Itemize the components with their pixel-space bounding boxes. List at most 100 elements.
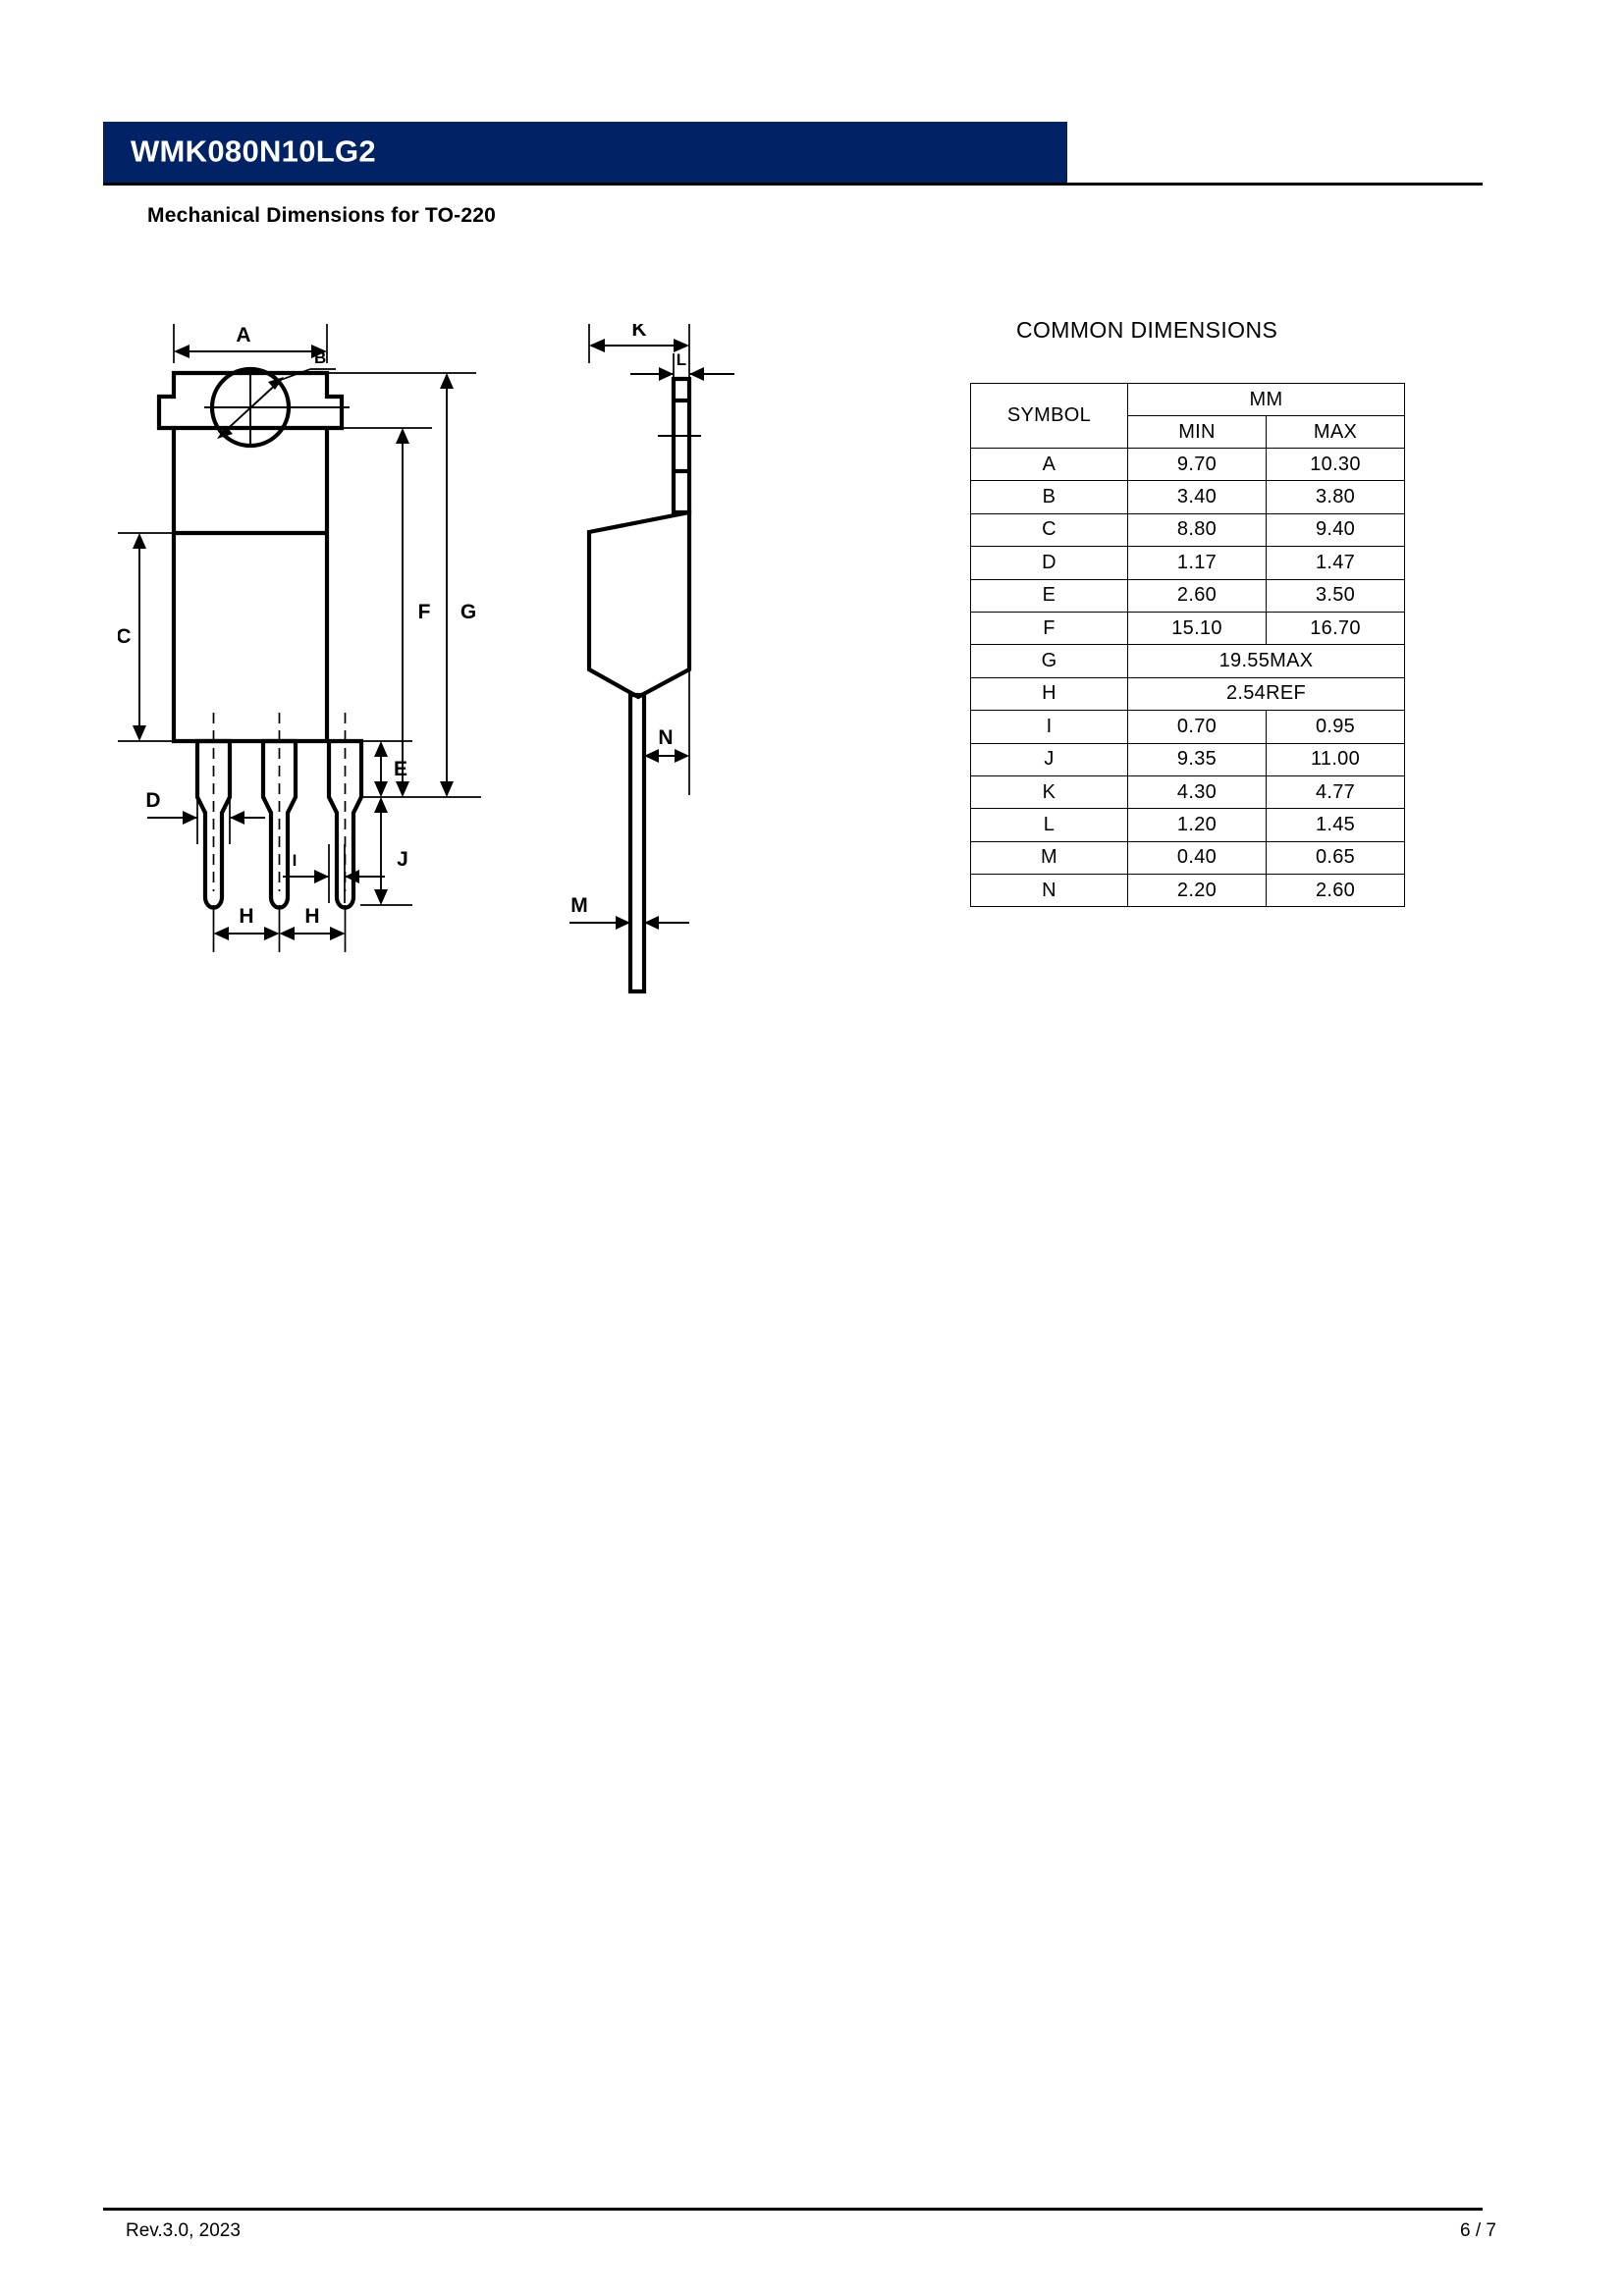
svg-text:I: I (293, 851, 298, 870)
cell-min: 0.40 (1127, 840, 1267, 876)
cell-symbol: E (970, 578, 1128, 613)
cell-symbol: M (970, 840, 1128, 876)
cell-symbol: B (970, 480, 1128, 514)
cell-symbol: N (970, 874, 1128, 908)
dimension-E: E (327, 740, 481, 798)
cell-min: 8.80 (1127, 512, 1267, 548)
cell-max: 9.40 (1265, 512, 1406, 548)
header-min: MIN (1127, 415, 1267, 449)
cell-symbol: K (970, 774, 1128, 810)
cell-max: 0.95 (1265, 710, 1406, 744)
table-title: COMMON DIMENSIONS (1016, 317, 1278, 343)
dimension-K: K (589, 324, 689, 352)
svg-text:L: L (677, 350, 686, 369)
dimension-F: F (327, 427, 432, 797)
svg-text:J: J (397, 848, 408, 871)
footer-page-number: 6 / 7 (1460, 2220, 1496, 2241)
cell-max: 1.47 (1265, 546, 1406, 580)
cell-min: 2.20 (1127, 874, 1267, 908)
side-view-lead (627, 692, 647, 994)
svg-text:G: G (460, 601, 476, 623)
lead-2 (260, 713, 298, 910)
cell-value-merged: 2.54REF (1126, 676, 1406, 712)
dimension-C: C (118, 532, 174, 742)
footer-revision: Rev.3.0, 2023 (126, 2220, 241, 2241)
dimension-G: G (327, 372, 476, 797)
svg-text:N: N (658, 726, 673, 749)
cell-symbol: D (970, 546, 1128, 580)
header-max: MAX (1265, 415, 1406, 449)
cell-max: 4.77 (1265, 774, 1406, 810)
cell-max: 11.00 (1265, 742, 1406, 776)
dimension-H-right: H (279, 905, 347, 952)
cell-symbol: G (970, 644, 1128, 678)
cell-min: 3.40 (1127, 480, 1267, 514)
svg-text:K: K (631, 324, 646, 341)
cell-symbol: C (970, 512, 1128, 548)
dimension-H-left: H (212, 905, 281, 952)
mechanical-drawing: A B C (118, 324, 943, 1207)
dimension-B: B (217, 348, 336, 439)
dimension-N: N (644, 669, 690, 795)
header-unit: MM (1126, 383, 1406, 416)
dimension-J: J (360, 797, 412, 906)
header-bar: WMK080N10LG2 (103, 122, 1067, 183)
cell-min: 0.70 (1127, 710, 1267, 744)
cell-max: 10.30 (1265, 447, 1406, 482)
svg-text:F: F (418, 601, 431, 623)
footer-divider (103, 2208, 1483, 2211)
cell-min: 1.17 (1127, 546, 1267, 580)
svg-text:A: A (236, 324, 250, 347)
dimension-M: M (569, 894, 689, 930)
header-symbol: SYMBOL (970, 383, 1128, 449)
svg-text:B: B (314, 348, 326, 367)
table-header-row-1: SYMBOL MM (970, 383, 1406, 449)
cell-symbol: J (970, 742, 1128, 776)
part-number-title: WMK080N10LG2 (131, 133, 376, 169)
dimension-A: A (174, 324, 327, 358)
side-view-body (586, 509, 692, 700)
cell-min: 9.35 (1127, 742, 1267, 776)
cell-value-merged: 19.55MAX (1126, 644, 1406, 678)
svg-text:C: C (118, 625, 132, 648)
header-divider (103, 183, 1483, 186)
cell-min: 4.30 (1127, 774, 1267, 810)
cell-min: 2.60 (1127, 578, 1267, 613)
dimension-I: I (283, 844, 385, 903)
cell-symbol: I (970, 710, 1128, 744)
cell-symbol: L (970, 808, 1128, 842)
svg-text:H: H (304, 905, 319, 928)
cell-max: 3.50 (1265, 578, 1406, 613)
section-heading: Mechanical Dimensions for TO-220 (147, 204, 496, 227)
cell-max: 3.80 (1265, 480, 1406, 514)
cell-min: 15.10 (1127, 611, 1267, 646)
cell-min: 9.70 (1127, 447, 1267, 482)
cell-symbol: H (970, 676, 1128, 712)
svg-text:M: M (570, 894, 588, 917)
cell-symbol: A (970, 447, 1128, 482)
svg-text:E: E (394, 758, 407, 780)
side-view: K L N (569, 324, 734, 994)
cell-min: 1.20 (1127, 808, 1267, 842)
dimension-D: D (145, 789, 265, 844)
cell-max: 0.65 (1265, 840, 1406, 876)
svg-text:H: H (239, 905, 253, 928)
cell-max: 1.45 (1265, 808, 1406, 842)
lead-1 (194, 713, 233, 910)
